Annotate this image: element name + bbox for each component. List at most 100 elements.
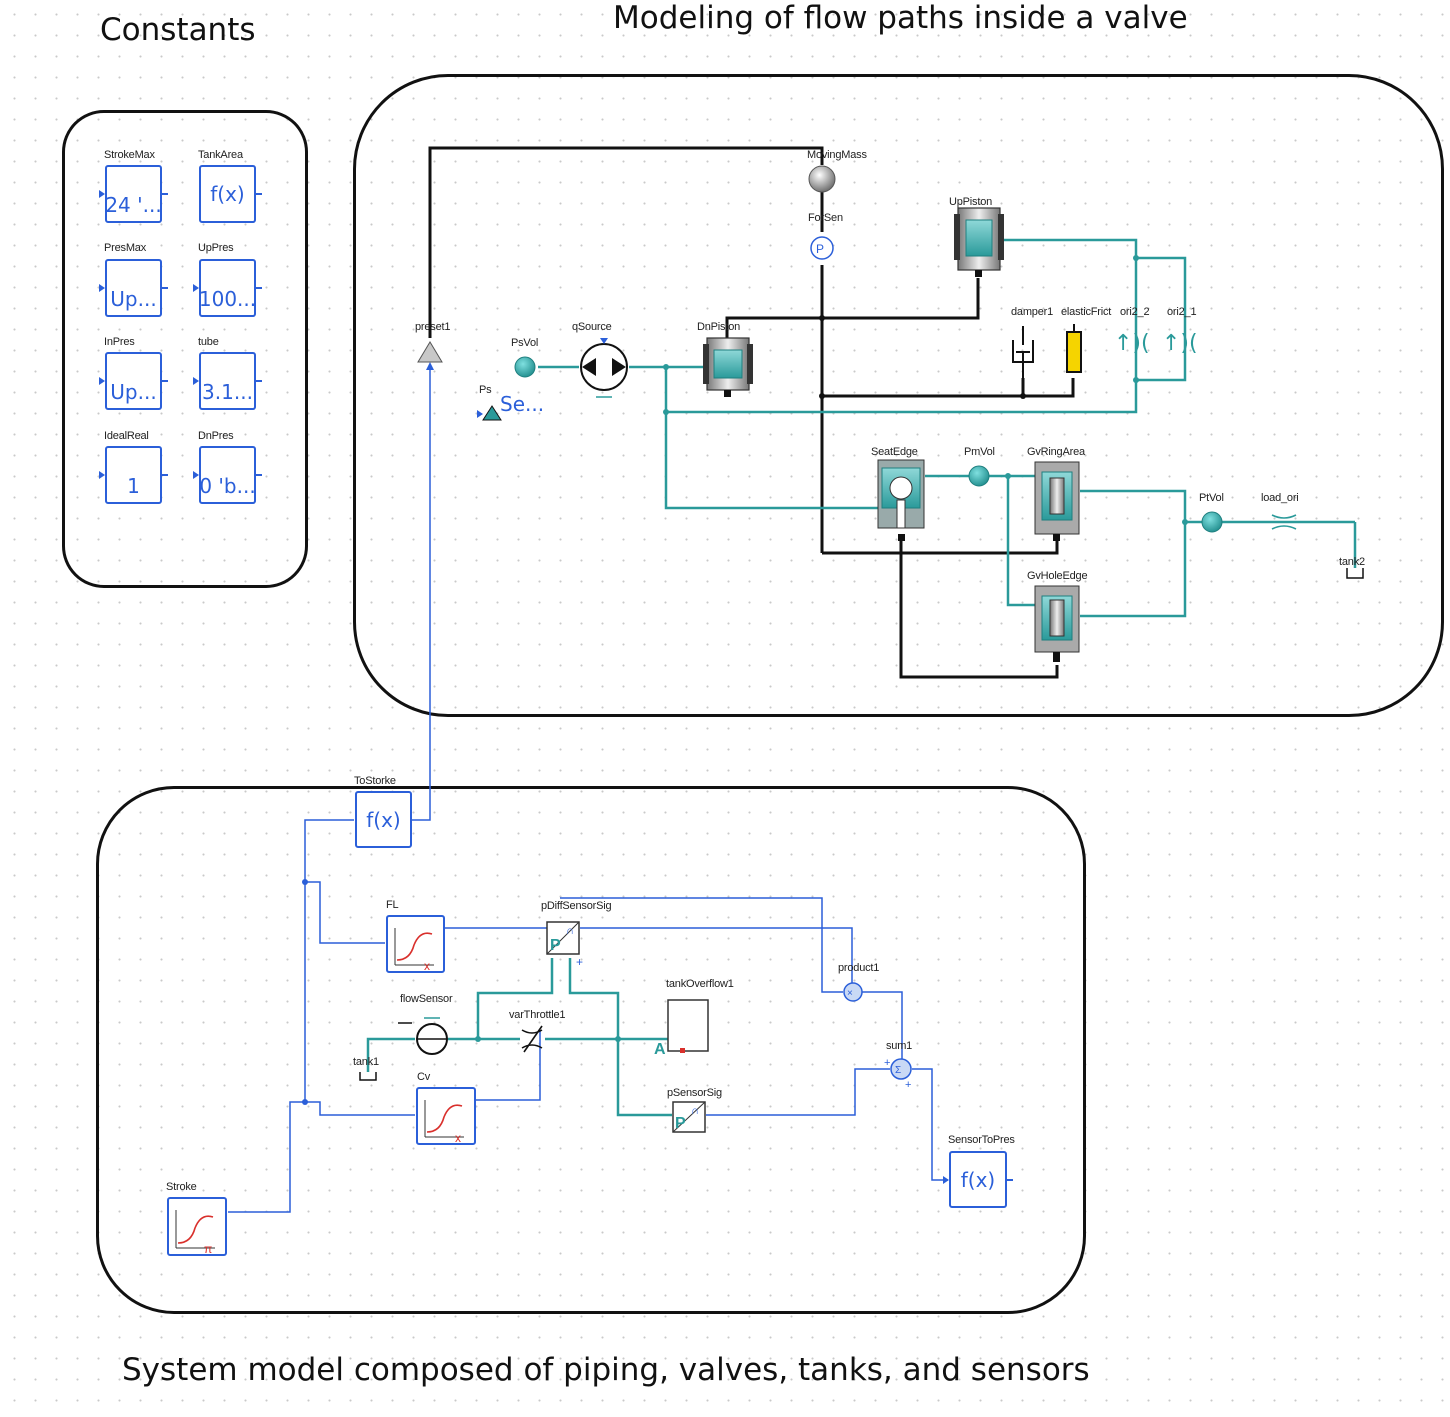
ptvol-label: PtVol <box>1199 492 1224 504</box>
fl-table-icon: x <box>386 915 445 973</box>
pipe-nodes <box>663 255 1188 525</box>
ps-value: Se... <box>500 392 545 416</box>
constant-block[interactable]: Up... <box>105 352 162 410</box>
pdiff-right-pipe <box>568 958 620 1039</box>
valve-region <box>353 74 1444 717</box>
svg-text:Σ: Σ <box>895 1065 901 1076</box>
flow-sensor-label: flowSensor <box>400 993 453 1005</box>
tank1-pipe <box>366 1037 415 1072</box>
moving-mass-icon <box>808 165 836 193</box>
output-port <box>256 474 262 476</box>
constant-name: InPres <box>104 336 135 348</box>
input-port <box>99 471 105 479</box>
stroke-signal-wire <box>412 365 431 821</box>
product-icon: × <box>843 982 863 1002</box>
constant-value: f(x) <box>210 182 245 206</box>
tank-overflow-icon: A <box>654 999 709 1058</box>
down-piston-icon <box>703 337 753 397</box>
to-cv-wire <box>305 1101 415 1116</box>
elastic-frict-label: elasticFrict <box>1061 306 1112 318</box>
constant-value: Up... <box>110 380 157 404</box>
signal-nodes <box>302 879 308 1105</box>
input-port <box>99 377 105 385</box>
output-port <box>256 287 262 289</box>
svg-text:A: A <box>654 1041 666 1058</box>
hole-pt-pipe <box>1080 522 1187 618</box>
constant-name: StrokeMax <box>104 149 155 161</box>
constant-block[interactable]: 0 'b... <box>199 446 256 504</box>
pdiff-sensor-label: pDiffSensorSig <box>541 900 612 912</box>
bottom-bus-wire <box>822 540 1059 555</box>
gv-hole-edge-icon <box>1034 585 1080 662</box>
variable-throttle-icon <box>521 1025 543 1053</box>
svg-text:+: + <box>576 955 583 969</box>
sensortopres-output-port <box>1007 1179 1013 1181</box>
ps-volume-icon <box>514 356 536 378</box>
constant-block[interactable]: 100... <box>199 259 256 317</box>
up-piston-icon <box>954 207 1004 277</box>
main-signal-trunk <box>304 819 354 1102</box>
sum-icon: Σ + + <box>884 1057 912 1091</box>
forsen-label: ForSen <box>808 212 843 224</box>
svg-text:∩: ∩ <box>691 1105 699 1117</box>
stroke-out-wire <box>228 1101 305 1213</box>
constant-name: TankArea <box>198 149 243 161</box>
psensor-to-sum-wire <box>706 1068 890 1116</box>
svg-text:π: π <box>204 1242 212 1256</box>
tank1-label: tank1 <box>353 1056 379 1068</box>
pm-holeedge-pipe <box>1006 476 1035 607</box>
constant-block[interactable]: 3.1... <box>199 352 256 410</box>
flow-sensor-icon <box>398 1017 448 1055</box>
output-port <box>162 193 168 195</box>
constant-block[interactable]: Up... <box>105 259 162 317</box>
system-pipe-nodes <box>475 1036 621 1042</box>
mechanical-wires <box>428 146 1075 679</box>
svg-text:∩: ∩ <box>566 925 574 937</box>
constants-heading: Constants <box>100 12 256 48</box>
sensortopres-value: f(x) <box>960 1167 996 1192</box>
constant-block[interactable]: 1 <box>105 446 162 504</box>
var-throttle-label: varThrottle1 <box>509 1009 566 1021</box>
input-port <box>193 377 199 385</box>
signal-wires <box>228 819 948 1213</box>
constant-value: Up... <box>110 287 157 311</box>
load-ori-label: load_ori <box>1261 492 1299 504</box>
hydraulic-pipes <box>538 238 1357 618</box>
product-label: product1 <box>838 962 880 974</box>
svg-text:P: P <box>550 937 561 954</box>
svg-text:+: + <box>884 1057 890 1069</box>
pressure-sensor-icon: P ∩ <box>672 1101 706 1133</box>
tank-overflow-label: tankOverflow1 <box>666 978 734 990</box>
constant-block[interactable]: 24 '... <box>105 165 162 223</box>
dnpiston-label: DnPiston <box>697 321 741 333</box>
orifice-1-icon: ↑)( <box>1162 331 1198 356</box>
ori1-label: ori2_1 <box>1167 306 1197 318</box>
preset-input-arrow <box>426 362 434 370</box>
gv-hole-edge-label: GvHoleEdge <box>1027 570 1088 582</box>
tostorke-label: ToStorke <box>354 775 396 787</box>
constant-block[interactable]: f(x) <box>199 165 256 223</box>
constant-name: PresMax <box>104 242 146 254</box>
pmvol-label: PmVol <box>964 446 995 458</box>
pdiff-to-product-wire <box>560 897 843 993</box>
svg-text:P: P <box>816 242 824 256</box>
mech-nodes <box>819 315 1026 399</box>
sensortopres-input-port <box>943 1176 949 1184</box>
input-port <box>193 284 199 292</box>
constant-value: 24 '... <box>105 193 162 217</box>
system-hydraulic-pipes <box>366 958 672 1117</box>
cv-label: Cv <box>417 1071 431 1083</box>
pdiff-sensor-icon: P ∩ + <box>546 921 583 969</box>
ori-bypass-pipe <box>1136 256 1187 382</box>
tank2-icon <box>1346 568 1364 579</box>
pdiff-left-pipe <box>476 958 554 1039</box>
cv-to-throttle-wire <box>476 1030 541 1101</box>
sensortopres-block[interactable]: f(x) <box>949 1151 1007 1208</box>
tostorke-block[interactable]: f(x) <box>355 791 412 848</box>
input-port <box>99 190 105 198</box>
damper-icon <box>1012 326 1034 378</box>
constant-value: 1 <box>127 474 140 498</box>
svg-text:x: x <box>455 1131 461 1145</box>
